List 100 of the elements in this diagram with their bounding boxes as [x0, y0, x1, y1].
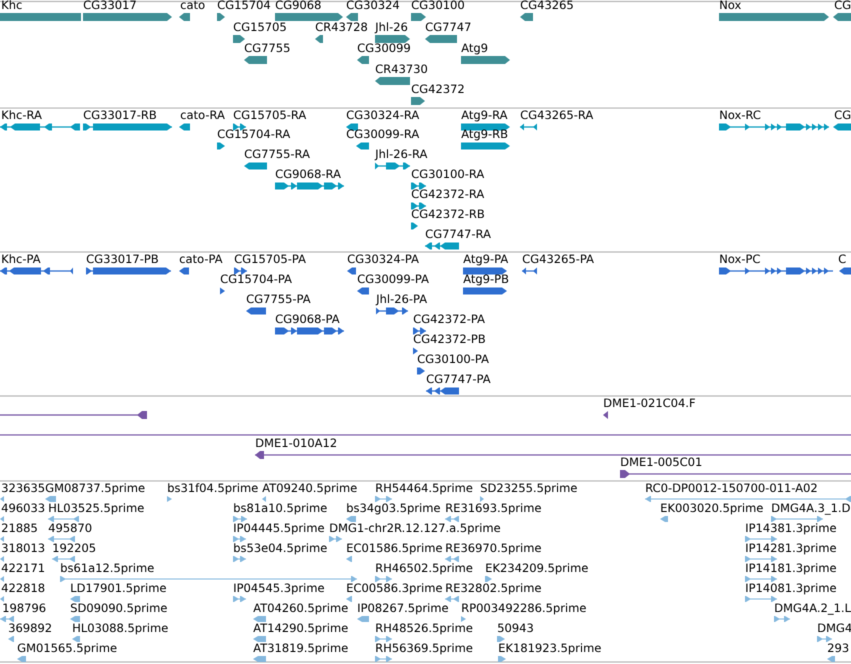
gene-feature: CG7755: [244, 43, 290, 64]
transcript-feature: Khc-PA: [0, 254, 73, 274]
sequence-feature: HL03525.5prime: [48, 503, 144, 522]
transcript-feature: CG7747-RA: [425, 229, 491, 250]
node-label: CG30100-RA: [412, 169, 484, 178]
node-label: CG15705: [234, 22, 286, 32]
gene-feature: Atg9: [461, 43, 510, 64]
node-label: CG30324-PA: [348, 254, 419, 264]
node-label: CG30099: [358, 43, 410, 52]
node-label: DME1-005C01: [621, 457, 702, 466]
node-label: CR43730: [376, 64, 428, 74]
transcript-feature: CG42372-PA: [413, 314, 485, 334]
sequence-feature: DME1-021C04.F: [603, 398, 695, 419]
transcript-feature: CG43265-RA: [520, 110, 594, 130]
node-label: EK234209.5prime: [486, 563, 588, 574]
node-label: IP14281.3prime: [746, 543, 836, 554]
node-label: CG33017-RB: [84, 110, 156, 120]
transcript-feature: CG30324-PA: [347, 254, 419, 274]
node-label: 318013: [2, 543, 44, 552]
node-label: Khc: [2, 0, 22, 10]
gene-feature: CG15704: [217, 0, 270, 21]
node-label: HL03525.5prime: [49, 503, 144, 514]
gene-feature: CR43728: [315, 22, 367, 43]
sequence-feature: RE31693.5prime: [444, 503, 541, 522]
sequence-feature: 323635: [0, 483, 44, 502]
transcript-feature: CG33017-RB: [83, 110, 172, 130]
node-label: CG42372-PB: [414, 334, 485, 344]
sequence-feature: 198796: [0, 603, 46, 622]
sequence-feature: EK181923.5prime: [498, 643, 601, 662]
sequence-feature: DMG4A.2_1.L: [774, 603, 851, 622]
node-label: 198796: [3, 603, 46, 612]
node-label: Nox-RC: [720, 110, 760, 120]
gene-feature: CG7747: [425, 22, 470, 43]
node-label: 496033: [2, 503, 44, 512]
sequence-feature: RH46502.5prime: [374, 563, 472, 582]
gene-feature: cato: [179, 0, 204, 21]
node-label: IP08267.5prime: [358, 603, 448, 614]
node-label: DMG4A.3_1.D: [772, 503, 850, 515]
transcript-feature: CG42372-PB: [413, 334, 485, 354]
sequence-feature: RE36970.5prime: [444, 543, 541, 562]
node-label: RE31693.5prime: [446, 503, 541, 514]
transcript-feature: Jhl-26-RA: [374, 149, 428, 170]
node-label: Atg9-PB: [463, 274, 508, 286]
sequence-feature: RH56369.5prime: [374, 643, 472, 662]
node-label: CG30099-PA: [358, 274, 429, 284]
sequence-feature: EK234209.5prime: [485, 563, 588, 582]
node-label: HL03088.5prime: [73, 623, 168, 634]
node-label: Nox: [720, 0, 741, 10]
node-label: CG7747: [426, 22, 470, 32]
node-label: CG33017: [84, 0, 136, 10]
transcript-feature: Atg9-RB: [461, 129, 510, 150]
node-label: cato: [180, 0, 204, 10]
node-label: bs53e04.5prime: [234, 543, 327, 554]
transcript-feature: CG15705-RA: [233, 110, 306, 130]
sequence-feature: AT09240.5prime: [262, 483, 357, 502]
node-label: CG30100: [412, 0, 464, 10]
sequence-feature: 50943: [497, 623, 533, 642]
sequence-feature: EK003020.5prime: [660, 503, 763, 522]
node-label: AT31819.5prime: [253, 643, 348, 654]
node-label: DMG4A.2_1.L: [775, 603, 851, 615]
node-label: bs34g03.5prime: [347, 503, 440, 514]
node-label: CG43265-PA: [522, 254, 594, 264]
transcript-feature: C: [838, 254, 851, 274]
node-label: CG42372: [412, 84, 464, 94]
sequence-feature: IP14381.3prime: [744, 523, 836, 542]
sequence-feature: AT14290.5prime: [253, 623, 348, 642]
gene-feature: CG43265: [520, 0, 573, 21]
node-label: CG15704: [218, 0, 270, 10]
node-label: 495870: [48, 523, 92, 532]
node-label: IP04445.5prime: [234, 523, 324, 534]
node-label: Atg9-RA: [461, 110, 508, 122]
gene-feature: CG15705: [233, 22, 286, 43]
node-label: IP14381.3prime: [746, 523, 836, 534]
transcript-feature: CG: [833, 110, 851, 130]
gene-feature: CG42372: [411, 84, 464, 105]
sequence-feature: RP003492286.5prime: [461, 603, 586, 622]
sequence-feature: RC0-DP0012-150700-011-A02: [644, 483, 851, 502]
node-label: CG15704-RA: [218, 129, 290, 138]
transcript-feature: CG7755-RA: [244, 149, 310, 170]
sequence-feature: bs34g03.5prime: [346, 503, 440, 522]
sequence-feature: DME1-010A12: [255, 438, 851, 459]
sequence-feature: 293: [827, 643, 848, 662]
sequence-feature: SD09090.5prime: [70, 603, 167, 622]
sequence-feature: AT31819.5prime: [253, 643, 348, 662]
node-label: RH54464.5prime: [376, 483, 472, 494]
transcript-feature: Atg9-PA: [463, 254, 508, 274]
node-label: EK003020.5prime: [661, 503, 763, 514]
sequence-feature: IP04545.3prime: [232, 583, 324, 602]
node-label: CG43265-RA: [520, 110, 594, 120]
node-label: bs81a10.5prime: [234, 503, 327, 514]
node-label: 422171: [2, 563, 44, 572]
node-label: CG15704-PA: [220, 274, 292, 284]
transcript-feature: CG9068-PA: [275, 314, 344, 334]
sequence-feature: IP14281.3prime: [744, 543, 836, 562]
gene-feature: Khc: [0, 0, 81, 21]
transcript-feature: cato-PA: [179, 254, 222, 274]
sequence-feature: 422171: [0, 563, 44, 582]
node-label: CG9068: [276, 0, 321, 10]
gene-feature: Jhl-26: [374, 22, 410, 43]
sequence-feature: bs31f04.5prime: [167, 483, 258, 502]
